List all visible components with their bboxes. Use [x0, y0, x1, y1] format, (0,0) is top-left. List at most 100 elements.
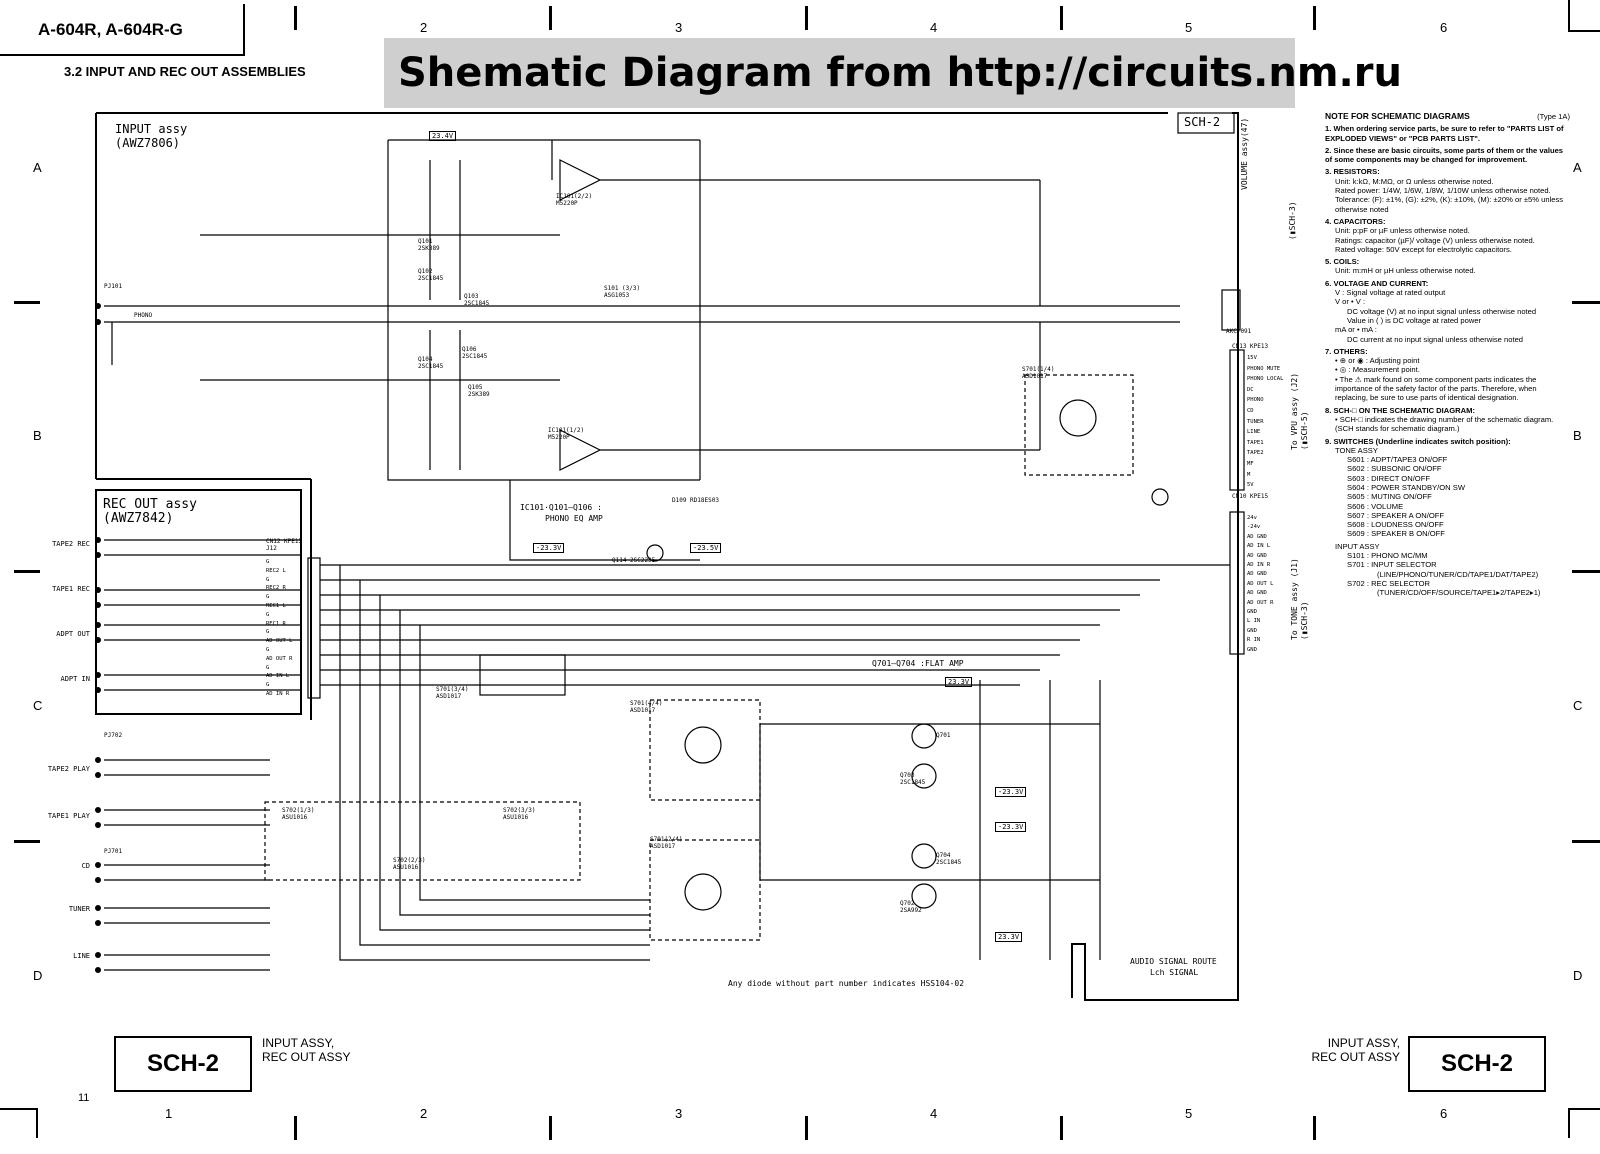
- switch-label: S701(1/4) ASD1017: [1022, 366, 1055, 380]
- transistor-label: Q704 2SC1845: [936, 852, 962, 866]
- pin-label: AD GND: [1247, 571, 1267, 578]
- pin-label: AD IN R: [1247, 562, 1271, 569]
- column-label: 5: [1185, 20, 1193, 35]
- column-label: 6: [1440, 20, 1448, 35]
- row-label: B: [1573, 428, 1582, 443]
- diode-note: Any diode without part number indicates …: [728, 979, 965, 988]
- note-text: DC voltage (V) at no input signal unless…: [1347, 306, 1537, 316]
- grid-tick: [805, 1116, 808, 1140]
- input-assy-code: (AWZ7806): [115, 136, 181, 150]
- tape1-play-label: TAPE1 PLAY: [47, 812, 90, 820]
- vpu-assy-label: To VPU assy (J2): [1290, 372, 1299, 450]
- voltage-tag: 23.3V: [995, 932, 1023, 942]
- column-label: 4: [930, 1106, 938, 1121]
- switch-label: S701(4/4) ASD1017: [630, 700, 663, 714]
- column-label: 5: [1185, 1106, 1193, 1121]
- input-assy-label: INPUT assy: [115, 122, 188, 136]
- pin-label: G: [266, 611, 270, 618]
- grid-tick: [805, 6, 808, 30]
- pin-label: -24v: [1247, 524, 1261, 531]
- tone-pin-list: 24v -24v AD GND AD IN L AD GND AD IN R A…: [1247, 514, 1274, 655]
- pin-label: AD GND: [1247, 552, 1267, 559]
- flat-amp-label: Q701–Q704 :FLAT AMP: [872, 659, 964, 668]
- switch-label: S701(3/4) ASD1017: [436, 686, 469, 700]
- switch-note: S101 : PHONO MC/MM: [1347, 551, 1428, 561]
- pin-label: PHONO MUTE: [1247, 365, 1281, 372]
- connector-label: PJ702: [104, 732, 123, 739]
- pin-label: GND: [1247, 646, 1257, 653]
- adpt-in-label: ADPT IN: [60, 675, 90, 683]
- note-6-heading: 6. VOLTAGE AND CURRENT:: [1325, 278, 1429, 288]
- pin-label: G: [266, 646, 270, 653]
- switch-note: S601 : ADPT/TAPE3 ON/OFF: [1347, 455, 1448, 465]
- pin-label: AD GND: [1247, 533, 1267, 540]
- tone-assy-label: To TONE assy (J1): [1290, 558, 1299, 640]
- pin-label: DC: [1247, 386, 1254, 393]
- connector-label: CN10 KPE15: [1232, 493, 1269, 500]
- pin-label: TAPE2: [1247, 450, 1264, 457]
- ic-label: IC101(1/2) M5220P: [548, 427, 585, 441]
- pin-label: MF: [1247, 460, 1254, 467]
- pin-label: GND: [1247, 627, 1257, 634]
- note-text: • ⊕ or ◉ : Adjusting point: [1335, 356, 1420, 366]
- lch-signal-label: Lch SIGNAL: [1150, 968, 1199, 977]
- input-assy-heading: INPUT ASSY: [1335, 541, 1380, 551]
- grid-tick: [14, 570, 40, 573]
- row-label: D: [33, 968, 43, 983]
- pin-label: CD: [1247, 407, 1254, 414]
- ic-label: IC101(2/2) M5220P: [556, 193, 593, 207]
- pin-label: AD IN L: [266, 673, 290, 680]
- note-8-heading: 8. SCH-□ ON THE SCHEMATIC DIAGRAM:: [1325, 405, 1475, 415]
- pin-label: G: [266, 559, 270, 565]
- phono-eq-label2: PHONO EQ AMP: [545, 514, 603, 523]
- pin-label: AD OUT R: [1247, 599, 1274, 606]
- pin-label: REC1 L: [266, 602, 286, 609]
- note-text: • SCH-□ indicates the drawing number of …: [1335, 414, 1554, 434]
- column-label: 2: [420, 20, 428, 35]
- switch-note: S608 : LOUDNESS ON/OFF: [1347, 520, 1444, 530]
- assy-caption-right: INPUT ASSY, REC OUT ASSY: [1304, 1036, 1400, 1064]
- note-9-heading: 9. SWITCHES (Underline indicates switch …: [1325, 436, 1511, 446]
- corner-mark: [1568, 30, 1600, 32]
- vpu-pin-list: 15V PHONO MUTE PHONO LOCAL DC PHONO CD T…: [1247, 353, 1283, 491]
- tape2-rec-label: TAPE2 REC: [52, 540, 90, 548]
- transistor-label: Q703 2SC1845: [900, 772, 926, 786]
- sch-label-left: SCH-2: [114, 1036, 252, 1092]
- row-label: B: [33, 428, 42, 443]
- pin-label: G: [266, 576, 270, 583]
- diagram-text: PHONO: [134, 312, 153, 319]
- caption-line: INPUT ASSY,: [1327, 1036, 1400, 1050]
- note-text: Rated voltage: 50V except for electrolyt…: [1335, 244, 1512, 254]
- pin-label: AD IN R: [266, 690, 290, 697]
- grid-tick: [1572, 840, 1600, 843]
- transistor-label: Q701: [936, 732, 951, 739]
- note-text: • The ⚠ mark found on some component par…: [1335, 374, 1537, 403]
- cd-label: CD: [81, 862, 90, 870]
- switch-note: S604 : POWER STANDBY/ON SW: [1347, 482, 1466, 492]
- note-1: 1. When ordering service parts, be sure …: [1325, 124, 1564, 143]
- diagram-label: PHONO: [134, 312, 152, 319]
- note-4-heading: 4. CAPACITORS:: [1325, 216, 1386, 226]
- note-text: Unit: p:pF or µF unless otherwise noted.: [1335, 226, 1470, 236]
- voltage-tag: -23.3V: [995, 787, 1027, 797]
- grid-tick: [1313, 6, 1316, 30]
- grid-tick: [1060, 6, 1063, 30]
- grid-tick: [1313, 1116, 1316, 1140]
- switch-note: (TUNER/CD/OFF/SOURCE/TAPE1▸2/TAPE2▸1): [1377, 588, 1541, 598]
- transistor-label: Q101 2SK389: [418, 238, 440, 252]
- line-label: LINE: [73, 952, 90, 960]
- pin-label: REC1 R: [266, 620, 286, 627]
- sch5-ref: (▮SCH-5): [1300, 411, 1309, 450]
- pin-label: AD OUT L: [266, 638, 293, 645]
- rec-pin-list: G REC2 L G REC2 R G REC1 L G REC1 R G AD…: [266, 558, 293, 699]
- pin-label: AD GND: [1247, 590, 1267, 597]
- pin-label: PHONO: [1247, 397, 1264, 404]
- note-text: Ratings: capacitor (µF)/ voltage (V) unl…: [1335, 235, 1535, 245]
- tone-assy-heading: TONE ASSY: [1335, 445, 1378, 455]
- pin-label: G: [266, 682, 270, 689]
- grid-tick: [14, 301, 40, 304]
- transistor-label: Q102 2SC1845: [418, 268, 444, 282]
- transistor-label: Q114 2SC2235: [612, 557, 656, 564]
- notes-type: (Type 1A): [1537, 112, 1570, 121]
